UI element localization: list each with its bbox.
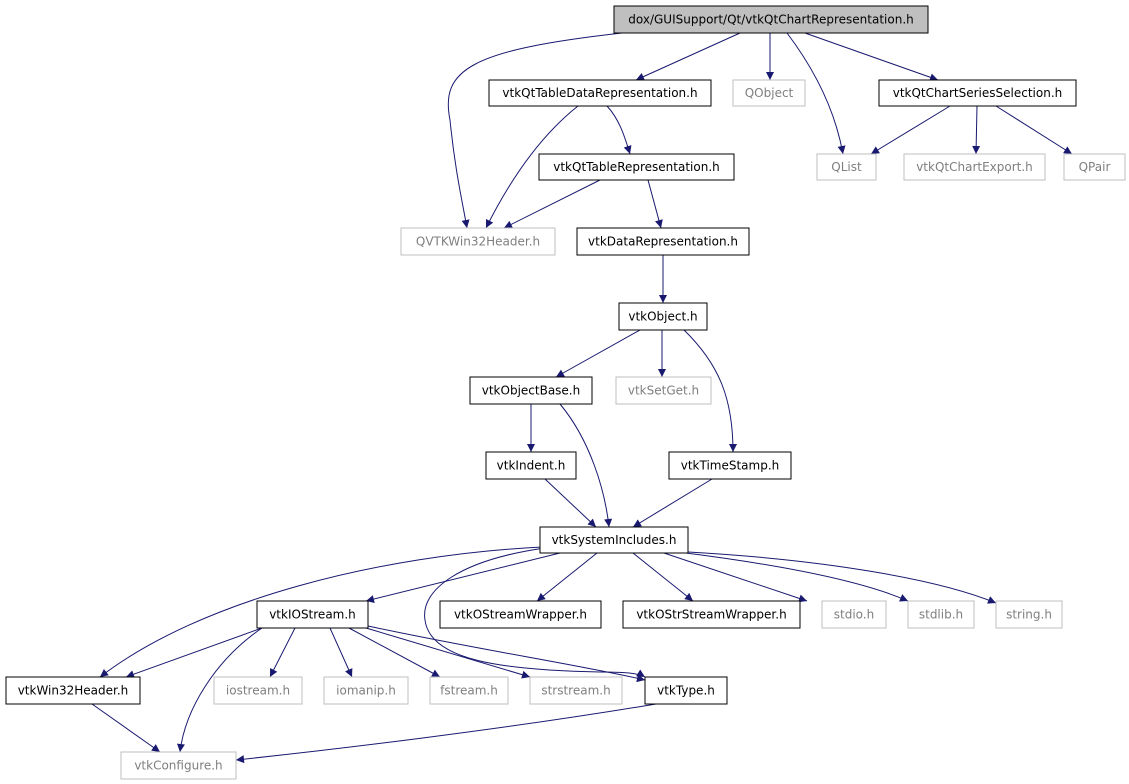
node-vtkdatarepresentation[interactable]: vtkDataRepresentation.h bbox=[576, 227, 750, 256]
node-vtkostrstreamwrapper[interactable]: vtkOStrStreamWrapper.h bbox=[622, 600, 801, 629]
node-label: vtkSystemIncludes.h bbox=[552, 533, 677, 547]
node-qpair[interactable]: QPair bbox=[1063, 153, 1126, 181]
node-iomanip[interactable]: iomanip.h bbox=[323, 676, 409, 705]
node-label: fstream.h bbox=[440, 684, 498, 698]
edge-qtablerep-to-datarepresentation bbox=[647, 179, 663, 229]
edge-win32header-to-configure bbox=[91, 703, 161, 753]
node-label: string.h bbox=[1006, 608, 1052, 622]
edge-object-to-objectbase bbox=[555, 329, 641, 378]
node-label: vtkOStreamWrapper.h bbox=[454, 608, 587, 622]
node-vtkqttabledatarepresentation[interactable]: vtkQtTableDataRepresentation.h bbox=[488, 79, 712, 107]
node-label: vtkQtChartSeriesSelection.h bbox=[893, 86, 1063, 100]
node-label: vtkDataRepresentation.h bbox=[588, 235, 738, 249]
header-nodes: dox/GUISupport/Qt/vtkQtChartRepresentati… bbox=[5, 5, 1126, 780]
node-vtkiostream-h[interactable]: vtkIOStream.h bbox=[256, 600, 369, 629]
node-stdio[interactable]: stdio.h bbox=[821, 600, 887, 629]
node-label: stdlib.h bbox=[919, 608, 963, 622]
node-iostream[interactable]: iostream.h bbox=[213, 676, 303, 705]
edge-object-to-timestamp bbox=[683, 329, 737, 453]
edge-systemincludes-to-stdio bbox=[663, 552, 808, 603]
edge-qttabledatarep-to-qvtkwin32-header bbox=[485, 105, 579, 229]
node-qlist[interactable]: QList bbox=[816, 153, 877, 181]
node-label: vtkConfigure.h bbox=[134, 759, 222, 773]
node-stdlib[interactable]: stdlib.h bbox=[907, 600, 975, 629]
node-vtktimestamp[interactable]: vtkTimeStamp.h bbox=[668, 451, 792, 480]
node-label: vtkQtChartExport.h bbox=[916, 160, 1033, 174]
node-label: vtkQtTableDataRepresentation.h bbox=[502, 86, 697, 100]
edge-iostream-h-to-iomanip bbox=[329, 627, 353, 678]
edge-root-to-qttabledatarepresentation bbox=[635, 32, 741, 81]
node-strstream[interactable]: strstream.h bbox=[529, 676, 623, 705]
node-vtkqtchartexport[interactable]: vtkQtChartExport.h bbox=[903, 153, 1046, 181]
node-root[interactable]: dox/GUISupport/Qt/vtkQtChartRepresentati… bbox=[613, 5, 929, 34]
node-label: QList bbox=[831, 160, 862, 174]
node-qvtkwin32header[interactable]: QVTKWin32Header.h bbox=[400, 227, 556, 256]
edge-root-to-qtchartseriesselection bbox=[804, 32, 939, 82]
node-label: vtkOStrStreamWrapper.h bbox=[636, 608, 786, 622]
node-vtkindent[interactable]: vtkIndent.h bbox=[485, 451, 577, 480]
node-vtkwin32header[interactable]: vtkWin32Header.h bbox=[5, 676, 141, 705]
node-vtkqtchartseriesselection[interactable]: vtkQtChartSeriesSelection.h bbox=[878, 79, 1077, 107]
node-vtkobject[interactable]: vtkObject.h bbox=[618, 302, 708, 331]
edge-indent-to-systemincludes bbox=[544, 478, 597, 528]
edge-objectbase-to-systemincludes bbox=[559, 403, 613, 528]
node-vtktype[interactable]: vtkType.h bbox=[644, 676, 728, 705]
edge-qtablerep-to-qvtkwin32-header bbox=[503, 179, 601, 229]
edge-root-to-qvtkwin32-header bbox=[447, 32, 623, 229]
node-label: vtkIOStream.h bbox=[269, 608, 356, 622]
edge-systemincludes-to-iostream-h bbox=[365, 552, 561, 603]
edge-root-to-qlist bbox=[786, 32, 846, 155]
node-label: vtkObject.h bbox=[628, 310, 697, 324]
node-label: iomanip.h bbox=[336, 684, 396, 698]
node-vtkconfigure[interactable]: vtkConfigure.h bbox=[120, 751, 237, 780]
edge-type-to-configure bbox=[235, 703, 657, 764]
node-label: vtkObjectBase.h bbox=[482, 384, 580, 398]
node-label: vtkSetGet.h bbox=[628, 384, 699, 398]
node-label: vtkType.h bbox=[657, 684, 715, 698]
node-vtkqttablerepresentation[interactable]: vtkQtTableRepresentation.h bbox=[538, 153, 735, 181]
node-label: vtkTimeStamp.h bbox=[681, 459, 780, 473]
node-label: strstream.h bbox=[541, 684, 610, 698]
edge-systemincludes-to-win32header bbox=[99, 546, 543, 678]
node-vtkostreamwrapper[interactable]: vtkOStreamWrapper.h bbox=[439, 600, 602, 629]
node-label: dox/GUISupport/Qt/vtkQtChartRepresentati… bbox=[628, 13, 913, 27]
edge-iostream-h-to-strstream bbox=[365, 627, 531, 679]
edge-iostream-h-to-iostream bbox=[269, 627, 296, 678]
edge-iostream-h-to-configure bbox=[176, 627, 263, 753]
node-vtkobjectbase[interactable]: vtkObjectBase.h bbox=[469, 376, 593, 405]
edge-seriesselection-to-qpair bbox=[995, 105, 1073, 155]
node-label: QVTKWin32Header.h bbox=[416, 235, 540, 249]
edge-systemincludes-to-stdlib bbox=[685, 552, 909, 602]
node-label: iostream.h bbox=[226, 684, 290, 698]
edge-systemincludes-to-string bbox=[687, 551, 997, 604]
node-label: QPair bbox=[1079, 160, 1111, 174]
edge-seriesselection-to-qlist bbox=[870, 105, 951, 155]
edge-systemincludes-to-type bbox=[424, 547, 646, 678]
edge-systemincludes-to-ostrstreamwrapper bbox=[632, 552, 694, 602]
edge-seriesselection-to-chartexport bbox=[972, 105, 981, 155]
node-label: vtkIndent.h bbox=[497, 459, 566, 473]
edge-systemincludes-to-ostreamwrapper bbox=[536, 552, 598, 602]
node-label: QObject bbox=[745, 86, 794, 100]
node-fstream[interactable]: fstream.h bbox=[429, 676, 509, 705]
node-qobject[interactable]: QObject bbox=[732, 79, 806, 107]
edge-iostream-h-to-win32header bbox=[125, 627, 263, 679]
node-vtksetget[interactable]: vtkSetGet.h bbox=[615, 376, 712, 405]
node-label: vtkWin32Header.h bbox=[18, 684, 129, 698]
edge-qttabledatarep-to-qtablerep bbox=[606, 105, 632, 155]
node-vtksystemincludes[interactable]: vtkSystemIncludes.h bbox=[539, 526, 689, 554]
node-string[interactable]: string.h bbox=[995, 600, 1063, 629]
edge-iostream-h-to-type bbox=[367, 625, 646, 683]
node-label: stdio.h bbox=[834, 608, 874, 622]
edge-iostream-h-to-fstream bbox=[348, 627, 441, 678]
edge-timestamp-to-systemincludes bbox=[632, 478, 713, 528]
node-label: vtkQtTableRepresentation.h bbox=[553, 160, 720, 174]
dependency-edges bbox=[91, 32, 1073, 764]
